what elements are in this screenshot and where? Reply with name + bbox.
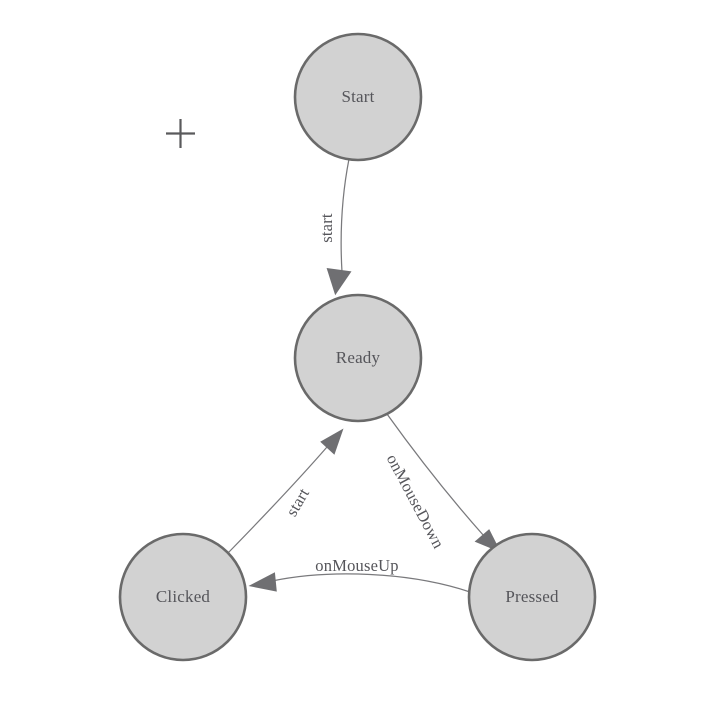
node-clicked[interactable]: Clicked (118, 532, 248, 662)
node-start-label: Start (341, 87, 374, 106)
plus-marker[interactable] (166, 119, 195, 148)
node-clicked-label: Clicked (156, 587, 211, 606)
edge-path-ready-to-pressed (386, 413, 485, 537)
edge-label-ready-to-pressed: onMouseDown (383, 451, 449, 552)
edge-clicked-to-ready[interactable]: start (227, 428, 344, 554)
node-pressed[interactable]: Pressed (467, 532, 597, 662)
arrowhead-pressed-to-clicked (248, 572, 277, 592)
edge-label-pressed-to-clicked: onMouseUp (315, 556, 398, 575)
edge-ready-to-pressed[interactable]: onMouseDown (383, 413, 501, 553)
arrowhead-start-to-ready (326, 268, 352, 296)
edge-path-pressed-to-clicked (271, 573, 471, 593)
edge-path-clicked-to-ready (227, 446, 328, 554)
edge-label-clicked-to-ready: start (282, 484, 313, 519)
arrowhead-clicked-to-ready (320, 428, 344, 455)
edge-start-to-ready[interactable]: start (317, 158, 352, 296)
node-ready-label: Ready (336, 348, 381, 367)
edge-path-start-to-ready (340, 158, 350, 273)
edge-label-start-to-ready: start (317, 213, 336, 243)
node-pressed-circle (467, 532, 597, 662)
node-pressed-label: Pressed (505, 587, 559, 606)
node-ready[interactable]: Ready (293, 293, 423, 423)
node-start-circle (293, 32, 423, 162)
node-clicked-circle (118, 532, 248, 662)
node-ready-circle (293, 293, 423, 423)
node-start[interactable]: Start (293, 32, 423, 162)
edge-pressed-to-clicked[interactable]: onMouseUp (248, 556, 471, 593)
